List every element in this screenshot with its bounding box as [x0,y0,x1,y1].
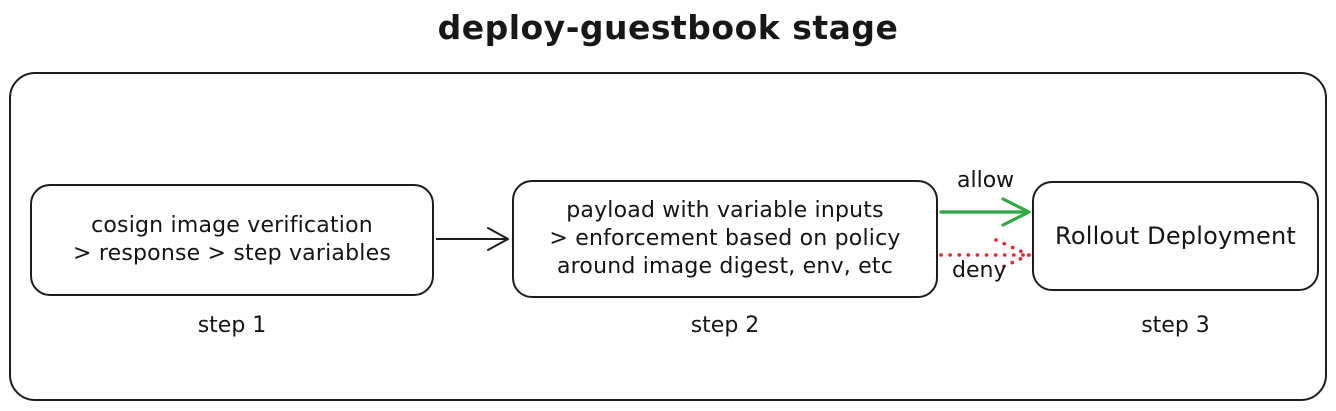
step-2-line-2: > enforcement based on policy [549,225,901,251]
step-box-3[interactable]: Rollout Deployment [1032,181,1319,291]
stage-container [9,72,1327,401]
step-caption-1: step 1 [197,313,267,338]
step-1-line-2: > response > step variables [73,241,391,266]
step-2-line-1: payload with variable inputs [566,197,884,223]
page-title: deploy-guestbook stage [437,8,899,47]
step-caption-3: step 3 [1141,313,1210,338]
step-2-line-3: around image digest, env, etc [556,254,894,280]
step-3-line-1: Rollout Deployment [1055,221,1296,250]
edge-label-allow: allow [957,168,1015,193]
step-box-1[interactable]: cosign image verification > response > s… [30,184,434,296]
step-caption-2: step 2 [690,313,760,338]
edge-label-deny: deny [952,258,1007,283]
step-box-2[interactable]: payload with variable inputs > enforceme… [512,180,938,298]
step-1-line-1: cosign image verification [91,212,373,238]
